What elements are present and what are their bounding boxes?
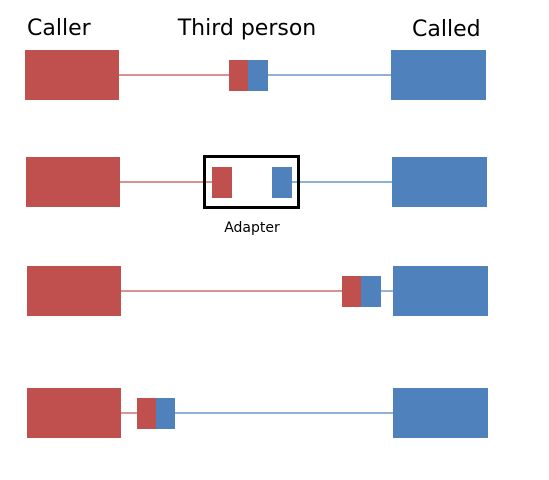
third-person-called-half [248, 60, 268, 91]
called-box [393, 266, 488, 316]
adapter-caller-part [212, 167, 232, 198]
caller-box [25, 50, 119, 100]
row-3-third-person-near-called [27, 266, 488, 316]
row-2-adapter: Adapter [26, 155, 487, 236]
caller-box [27, 388, 121, 438]
adapter-label: Adapter [224, 220, 280, 236]
row-1-third-person-middle [25, 50, 486, 100]
row-4-third-person-near-caller [27, 388, 488, 438]
called-header: Called [412, 17, 481, 42]
called-box [393, 388, 488, 438]
caller-box [27, 266, 121, 316]
third-person-called-half [156, 398, 175, 429]
caller-header: Caller [27, 16, 92, 41]
called-box [391, 50, 486, 100]
third-person-caller-half [342, 276, 361, 307]
third-person-caller-half [229, 60, 248, 91]
adapter-called-part [272, 167, 292, 198]
third-person-header: Third person [177, 16, 317, 41]
caller-box [26, 157, 120, 207]
third-person-caller-half [137, 398, 156, 429]
adapter-frame [203, 155, 300, 209]
third-person-called-half [361, 276, 381, 307]
called-box [392, 157, 487, 207]
